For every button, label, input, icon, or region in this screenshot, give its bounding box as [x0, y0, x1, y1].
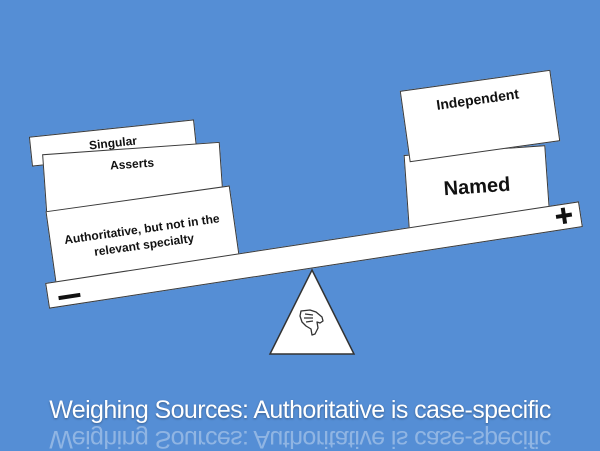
weight-independent-label: Independent: [435, 85, 520, 113]
weight-authoritative-label: Authoritative, but not in the relevant s…: [63, 211, 221, 259]
weight-asserts-label: Asserts: [109, 155, 155, 173]
weight-named-label: Named: [442, 173, 511, 200]
slide-title-reflection: Weighing Sources: Authoritative is case-…: [49, 425, 551, 451]
thumbs-down-icon: [299, 309, 324, 336]
fulcrum: [268, 268, 356, 355]
slide-title: Weighing Sources: Authoritative is case-…: [49, 396, 551, 424]
plus-icon: [555, 207, 573, 225]
minus-icon: [58, 292, 81, 301]
